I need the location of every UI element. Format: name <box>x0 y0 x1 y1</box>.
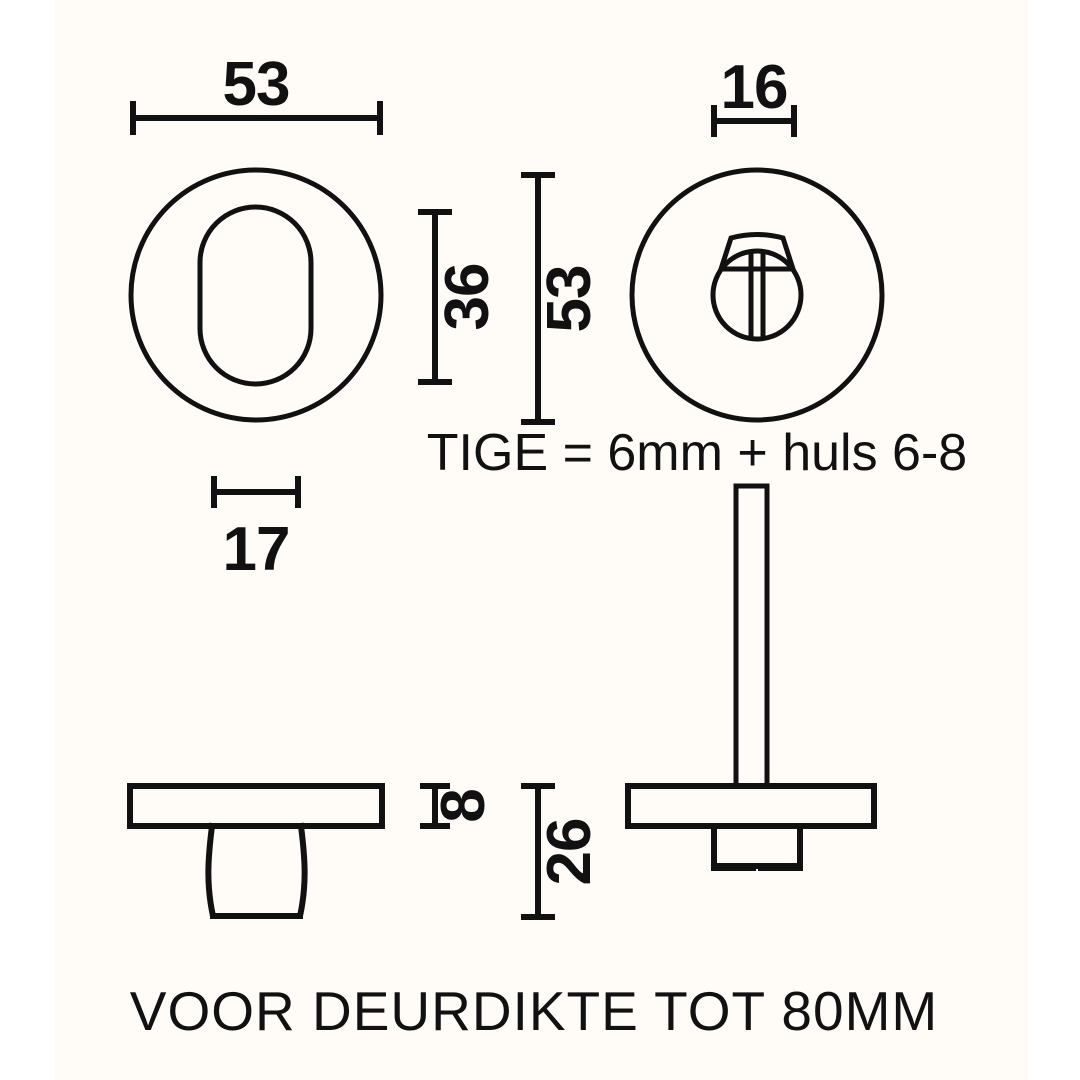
dimension-label-26: 26 <box>535 819 604 886</box>
rosette-boss-side-view <box>127 783 385 919</box>
drawing-caption: VOOR DEURDIKTE TOT 80MM <box>130 980 938 1042</box>
geometry-group <box>127 101 885 920</box>
drawing-panel-background <box>55 0 1028 1080</box>
dimension-26-assembly-depth <box>521 783 555 920</box>
spindle-rod-side-view <box>733 483 770 789</box>
dimension-label-17: 17 <box>223 515 290 584</box>
dimension-8-plate-thickness <box>420 783 450 829</box>
dimension-label-36: 36 <box>433 264 502 331</box>
dimension-17-lower-left <box>211 476 301 508</box>
dimension-label-53-vertical: 53 <box>535 266 604 333</box>
rosette-turnknob-front-view <box>629 167 885 423</box>
dimension-label-16-top: 16 <box>721 53 788 122</box>
dimension-16-top-right <box>711 105 797 137</box>
spindle-note-text: TIGE = 6mm + huls 6-8 <box>427 424 967 482</box>
rosette-spindle-plate-side-view <box>625 783 877 871</box>
dimension-53-vertical <box>521 172 555 425</box>
dimension-36-vertical <box>418 209 452 385</box>
rosette-keyhole-front-view <box>128 167 384 423</box>
dimension-53-top-left <box>130 101 383 135</box>
dimension-label-8: 8 <box>429 789 498 822</box>
dimension-label-53-top: 53 <box>223 50 290 119</box>
